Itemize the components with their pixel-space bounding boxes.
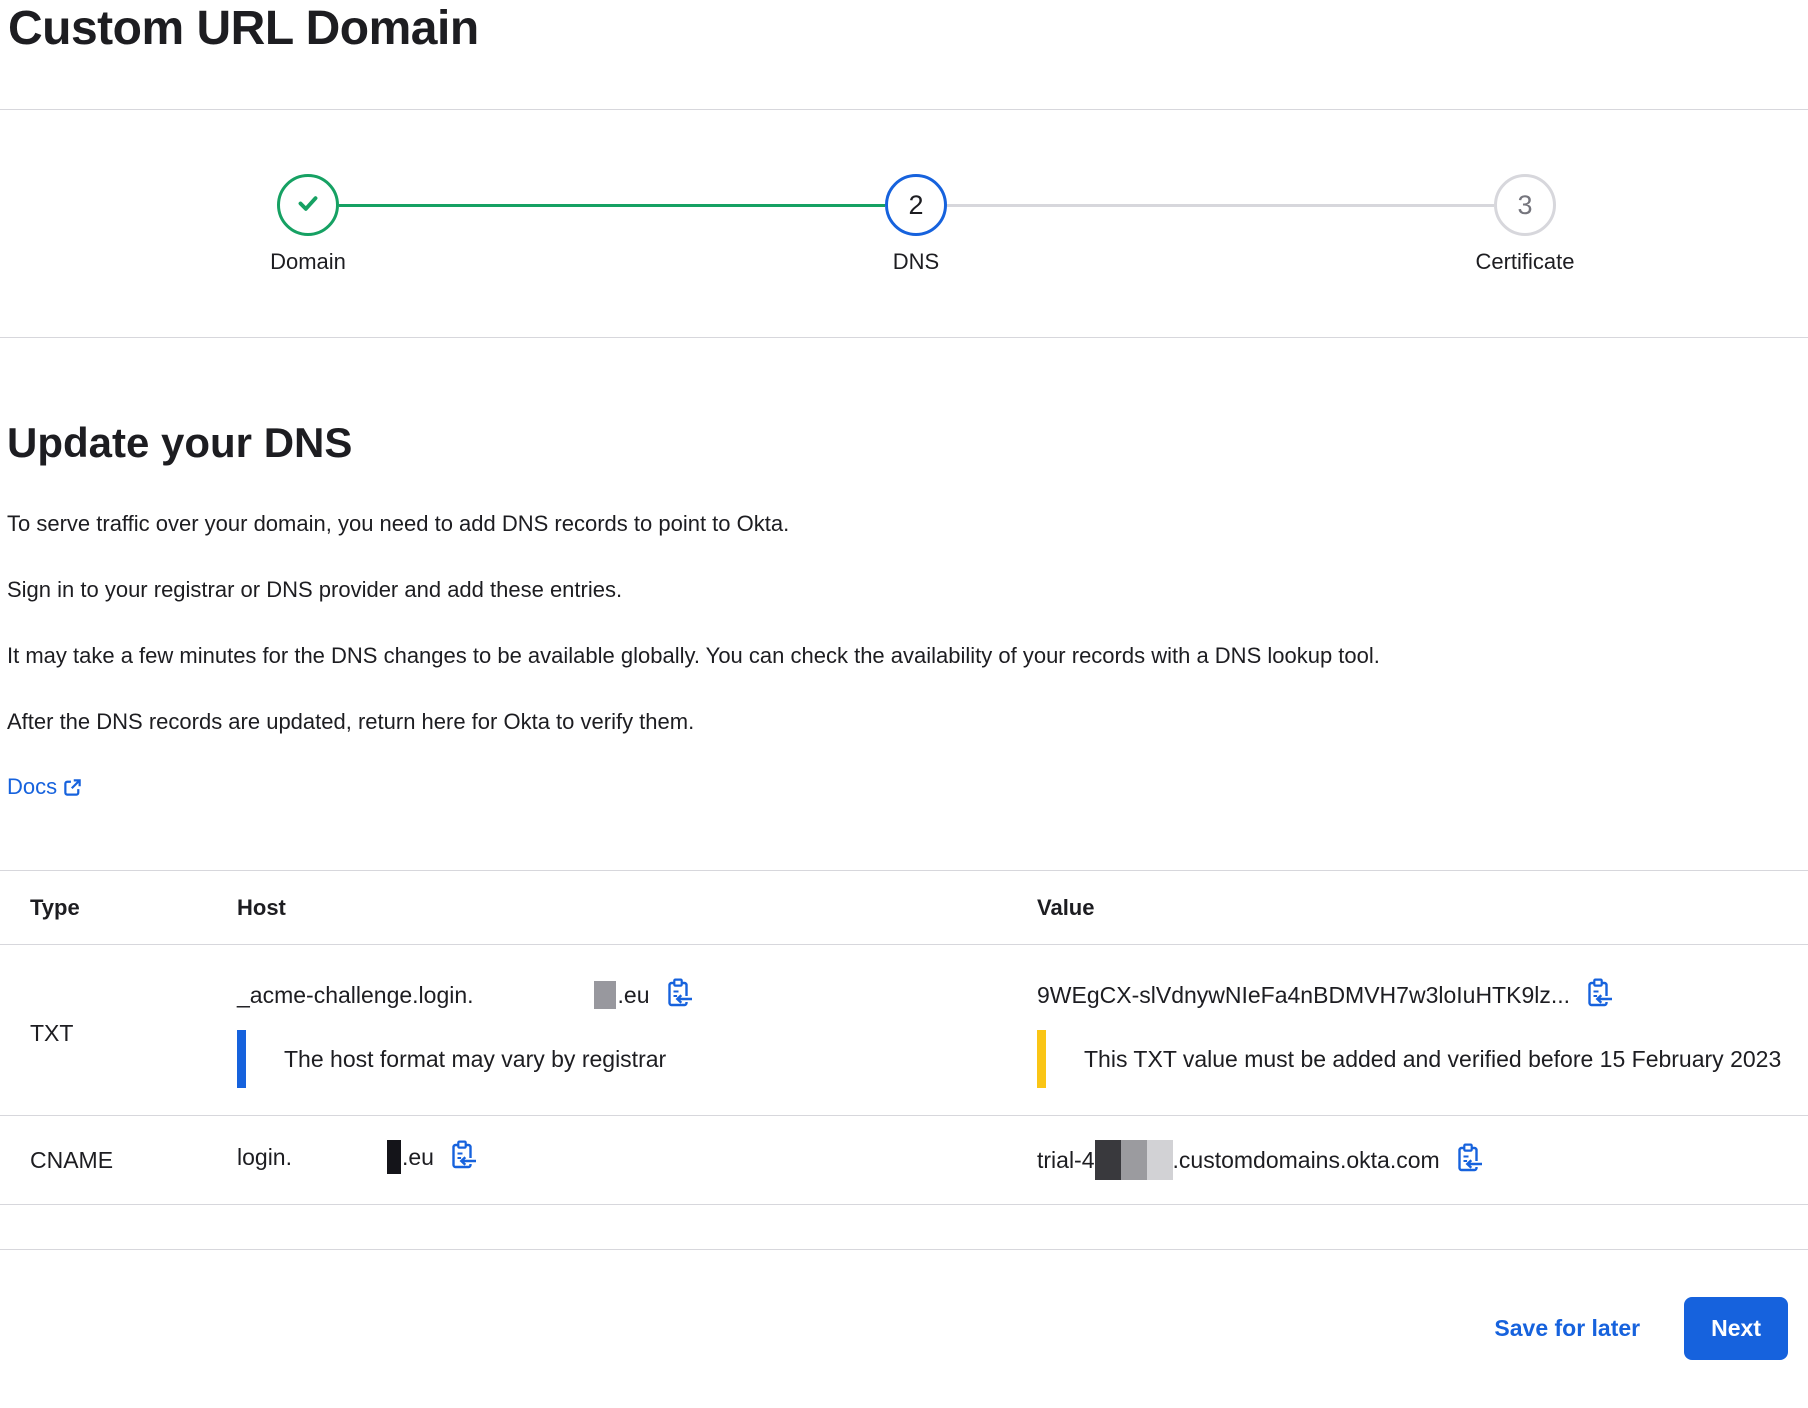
- intro-paragraph-2: Sign in to your registrar or DNS provide…: [7, 577, 623, 602]
- txt-record-type: TXT: [30, 1020, 74, 1046]
- next-button[interactable]: Next: [1684, 1296, 1788, 1360]
- header-divider: [0, 109, 1808, 110]
- table-bottom-spacer: [0, 1205, 1808, 1250]
- cname-value-suffix: .customdomains.okta.com: [1172, 1147, 1440, 1173]
- txt-expiry-note: This TXT value must be added and verifie…: [1084, 1046, 1782, 1072]
- cname-record-host: login. .eu: [237, 1140, 1037, 1174]
- clipboard-copy-icon: [1456, 1143, 1483, 1177]
- step-dns-label: DNS: [892, 249, 940, 274]
- copy-txt-value-button[interactable]: [1586, 978, 1613, 1012]
- stepper-connector-complete: [339, 204, 885, 207]
- clipboard-copy-icon: [666, 978, 693, 1012]
- cname-record-value: trial-4 .customdomains.okta.com: [1037, 1140, 1808, 1180]
- copy-cname-host-button[interactable]: [450, 1140, 477, 1174]
- table-header-row: Type Host Value: [0, 871, 1808, 945]
- step-certificate-number: 3: [1517, 189, 1533, 220]
- dns-records-table: Type Host Value TXT _acme-challenge.logi…: [0, 870, 1808, 1250]
- intro-paragraph-1: To serve traffic over your domain, you n…: [7, 511, 790, 536]
- copy-cname-value-button[interactable]: [1456, 1143, 1483, 1177]
- column-header-type: Type: [30, 894, 80, 920]
- wizard-footer: Save for later Next: [0, 1250, 1808, 1366]
- warning-bar: [1037, 1030, 1046, 1088]
- redaction-block: [593, 981, 616, 1009]
- txt-host-prefix: _acme-challenge.login.: [237, 982, 474, 1008]
- clipboard-copy-icon: [1586, 978, 1613, 1012]
- table-row-txt: TXT _acme-challenge.login. .eu: [0, 945, 1808, 1116]
- stepper-connector-upcoming: [947, 204, 1494, 207]
- step-dns-number: 2: [908, 189, 924, 220]
- redaction-block: [386, 1140, 401, 1174]
- txt-expiry-callout: This TXT value must be added and verifie…: [1037, 1030, 1808, 1088]
- cname-record-type: CNAME: [30, 1147, 114, 1173]
- host-format-note: The host format may vary by registrar: [284, 1046, 667, 1072]
- txt-host-suffix: .eu: [617, 982, 650, 1008]
- copy-txt-host-button[interactable]: [666, 978, 693, 1012]
- docs-link[interactable]: Docs: [7, 774, 83, 800]
- txt-record-value: 9WEgCX-slVdnywNIeFa4nBDMVH7w3loIuHTK9lz.…: [1037, 978, 1808, 1012]
- check-icon: [293, 188, 323, 223]
- column-header-value: Value: [1037, 894, 1095, 920]
- pixelated-redaction-block: [1094, 1140, 1173, 1180]
- intro-paragraph-3: It may take a few minutes for the DNS ch…: [7, 643, 1380, 668]
- table-row-cname: CNAME login. .eu: [0, 1116, 1808, 1205]
- cname-host-suffix: .eu: [401, 1144, 434, 1170]
- external-link-icon: [62, 777, 83, 798]
- save-for-later-button[interactable]: Save for later: [1494, 1314, 1641, 1341]
- clipboard-copy-icon: [450, 1140, 477, 1174]
- txt-record-host: _acme-challenge.login. .eu: [237, 978, 1037, 1012]
- cname-host-prefix: login.: [237, 1144, 292, 1170]
- docs-link-label: Docs: [7, 774, 58, 799]
- section-heading: Update your DNS: [7, 419, 353, 466]
- intro-paragraph-4: After the DNS records are updated, retur…: [7, 709, 695, 734]
- step-dns-indicator: 2: [885, 174, 947, 236]
- wizard-stepper: 2 3 Domain DNS Certificate: [0, 110, 1808, 338]
- page-title: Custom URL Domain: [8, 2, 479, 55]
- step-certificate-label: Certificate: [1475, 249, 1575, 274]
- cname-value-prefix: trial-4: [1037, 1147, 1095, 1173]
- step-certificate-indicator: 3: [1494, 174, 1556, 236]
- step-domain-label: Domain: [270, 249, 346, 274]
- step-domain-indicator: [277, 174, 339, 236]
- info-bar: [237, 1030, 246, 1088]
- column-header-host: Host: [237, 894, 286, 920]
- txt-value-text: 9WEgCX-slVdnywNIeFa4nBDMVH7w3loIuHTK9lz.…: [1037, 982, 1571, 1008]
- host-format-callout: The host format may vary by registrar: [237, 1030, 1037, 1088]
